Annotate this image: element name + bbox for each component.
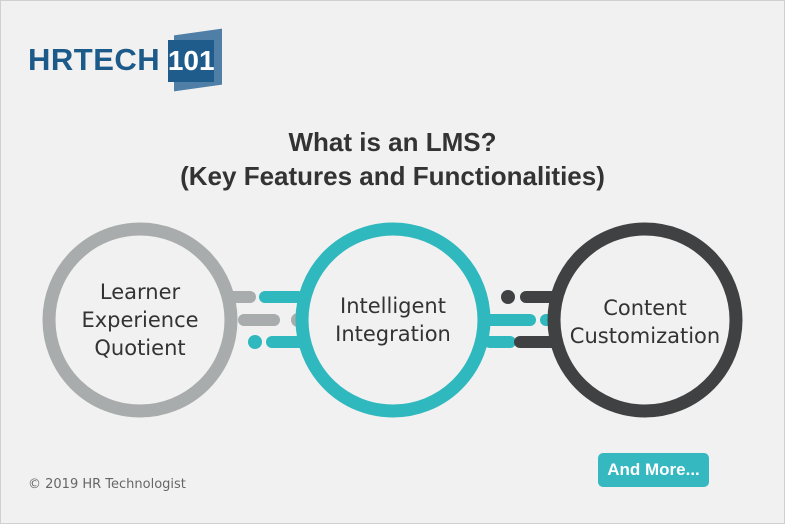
feature-1-line-2: Experience	[81, 308, 199, 332]
page-title: What is an LMS?	[288, 127, 497, 157]
feature-3-line-2: Customization	[569, 324, 721, 348]
logo-badge: 101	[168, 28, 228, 92]
feature-2-line-1: Intelligent	[340, 294, 446, 318]
ring-intelligent-integration	[295, 222, 491, 418]
connector-right-dot-1	[501, 290, 515, 304]
connector-left-dot-2	[248, 335, 262, 349]
page-subtitle: (Key Features and Functionalities)	[180, 161, 605, 191]
feature-3-line-1: Content	[603, 296, 687, 320]
feature-intelligent-integration: Intelligent Integration	[312, 292, 474, 348]
copyright-text: © 2019 HR Technologist	[28, 477, 186, 492]
feature-1-line-3: Quotient	[94, 336, 186, 360]
feature-1-line-1: Learner	[99, 280, 181, 304]
logo-badge-number: 101	[168, 40, 215, 82]
logo-tech-text: TECH	[73, 42, 161, 77]
feature-content-customization: Content Customization	[560, 294, 730, 350]
feature-2-line-2: Integration	[335, 322, 451, 346]
ring-content-customization	[547, 222, 743, 418]
feature-learner-experience: Learner Experience Quotient	[60, 278, 220, 362]
ring-learner-experience	[42, 222, 238, 418]
and-more-button[interactable]: And More...	[598, 453, 709, 487]
logo-hr-text: HR	[28, 42, 74, 77]
hrtech-101-logo: HR TECH 101	[28, 28, 228, 92]
